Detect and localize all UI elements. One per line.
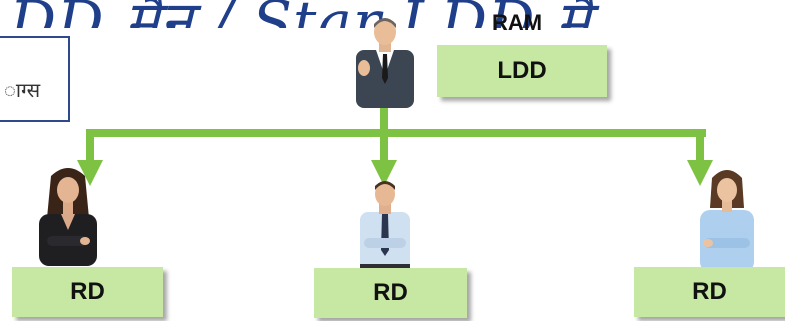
report-avatar-center [360, 181, 410, 274]
report-avatar-left [39, 168, 97, 266]
report-box-right: RD [634, 267, 785, 317]
report-box-center: RD [314, 268, 467, 318]
connector-bar [86, 129, 706, 137]
manager-role-label: RAM [492, 10, 543, 35]
connector-drop-center [380, 129, 388, 163]
slide-title: LDD मैन / Star LDD मै [0, 0, 785, 28]
side-card: ाग्स [0, 36, 70, 122]
manager-box: LDD [437, 45, 607, 97]
arrowhead-left [77, 160, 103, 186]
slide-title-text: LDD मैन / Star LDD मै [0, 0, 591, 28]
connector-drop-left [86, 129, 94, 163]
side-card-text: ाग्स [4, 78, 41, 102]
connector-drop-right [696, 129, 704, 163]
arrowhead-center [371, 160, 397, 186]
arrowhead-right [687, 160, 713, 186]
report-box-left: RD [12, 267, 163, 317]
manager-avatar [356, 18, 414, 108]
connector-trunk [380, 106, 388, 136]
report-avatar-right [700, 170, 754, 272]
